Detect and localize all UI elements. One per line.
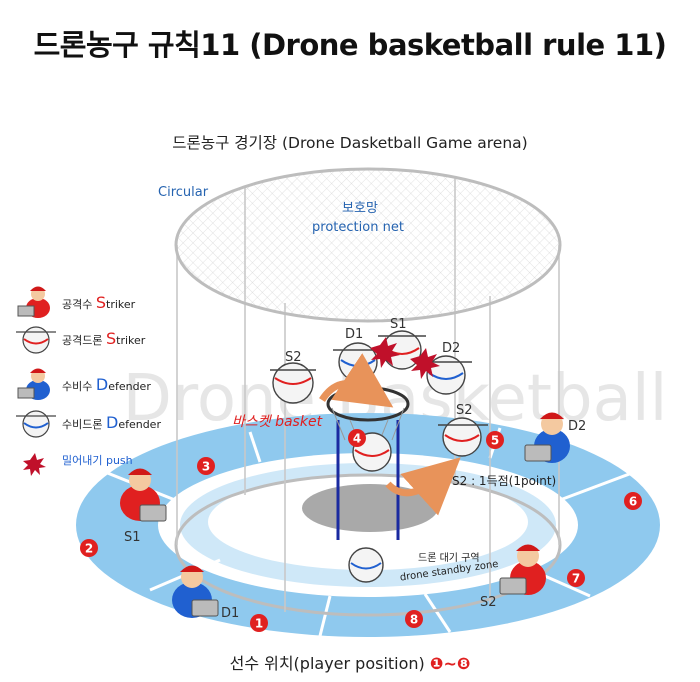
footer-range: ❶~❽ [429,654,471,673]
drone-label-d1: D1 [345,327,363,342]
legend-item: 밀어내기 push [23,453,133,476]
striker-pilot-icon [17,286,50,318]
score-arrow [385,457,461,516]
position-number: 2 [85,542,93,556]
arena-title: 드론농구 경기장 (Drone Dasketball Game arena) [172,134,528,152]
legend-label: 수비수 Defender [62,375,151,394]
position-number: 5 [491,434,499,448]
pilot-label-s2: S2 [480,595,497,610]
drone-label-s1: S1 [390,317,407,332]
legend-item: 공격수 Striker [17,286,136,318]
legend: 공격수 Striker 공격드론 Striker 수비수 Defender 수비드론 … [16,286,161,476]
drone-label-s2-left: S2 [285,350,302,365]
pilot-d1 [172,565,219,618]
page-title: 드론농구 규칙11 (Drone basketball rule 11) [33,28,667,62]
legend-label: 밀어내기 push [62,454,133,467]
shot-arrow [319,353,394,408]
position-number: 4 [353,432,361,446]
position-marker-8: 8 [405,610,423,628]
pilot-d2 [524,412,570,463]
position-marker-5: 5 [486,431,504,449]
footer-text: 선수 위치(player position) [229,654,430,673]
basket-label: 바스켓 basket [232,414,323,430]
pilot-label-d1: D1 [221,606,239,621]
footer-caption: 선수 위치(player position) ❶~❽ [0,650,700,674]
position-marker-4: 4 [348,429,366,447]
pilot-label-d2: D2 [568,419,586,434]
legend-item: 수비드론 Defender [16,410,161,438]
circular-label: Circular [158,185,209,200]
net-label-ko: 보호망 [342,201,378,216]
position-markers: 1 2 3 4 5 6 7 8 [80,429,642,632]
position-number: 7 [572,572,580,586]
legend-item: 공격드론 Striker [16,326,146,354]
position-marker-6: 6 [624,492,642,510]
drone-ball-s2-right [438,417,488,457]
pilot-s2 [499,544,546,595]
position-marker-2: 2 [80,539,98,557]
position-marker-7: 7 [567,569,585,587]
striker-drone-icon [16,326,56,354]
drone-ball-standby [348,547,384,583]
push-burst-icon [370,337,400,368]
legend-item: 수비수 Defender [17,368,151,400]
drone-ball-s2-left [270,362,316,404]
position-number: 6 [629,495,637,509]
pilot-s1 [120,468,167,522]
drone-label-d2: D2 [442,341,460,356]
position-number: 1 [255,617,263,631]
defender-drone-icon [16,410,56,438]
position-number: 8 [410,613,418,627]
defender-pilot-icon [17,368,50,400]
position-marker-3: 3 [197,457,215,475]
legend-label: 공격드론 Striker [62,329,146,348]
pilot-label-s1: S1 [124,530,141,545]
score-note: S2 : 1득점(1point) [452,474,556,488]
position-number: 3 [202,460,210,474]
position-marker-1: 1 [250,614,268,632]
push-burst-icon [410,348,440,379]
push-burst-icon [23,453,46,476]
net-label-en: protection net [312,220,404,235]
legend-label: 수비드론 Defender [62,413,161,432]
standby-label-ko: 드론 대기 구역 [418,552,480,564]
drone-label-s2-right: S2 [456,403,473,418]
protection-cage [174,167,562,617]
legend-label: 공격수 Striker [62,293,136,312]
